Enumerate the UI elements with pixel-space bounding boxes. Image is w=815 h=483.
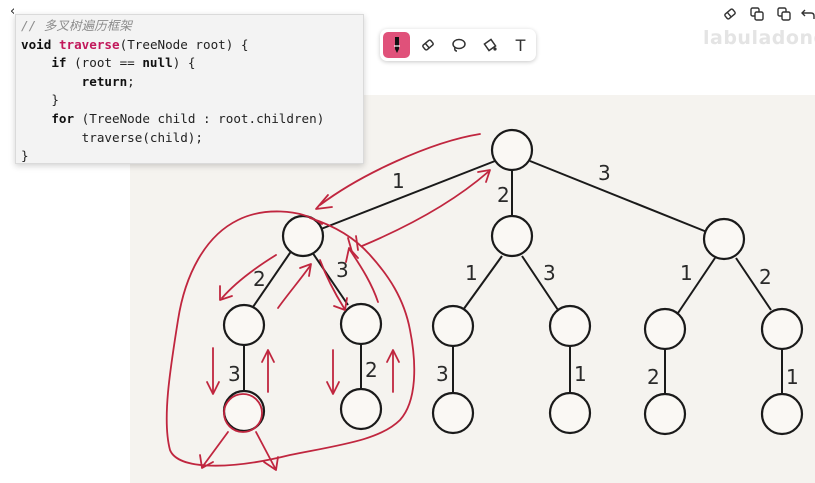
arrow-annotation: [221, 254, 277, 299]
arrow-annotation: [277, 265, 311, 309]
arrow-annotation: [319, 259, 345, 309]
tree-node: [548, 304, 592, 348]
edge-label: 2: [759, 265, 772, 289]
tree-node: [222, 303, 266, 347]
pen-icon: [393, 37, 400, 53]
edge-label: 3: [436, 362, 449, 386]
back-icon[interactable]: [800, 6, 815, 22]
undo-icon[interactable]: [722, 6, 738, 22]
back-chevron-icon[interactable]: ‹: [10, 4, 16, 19]
arrow-annotation: [202, 431, 229, 467]
tree-node: [490, 214, 534, 258]
paint-bucket-icon: [482, 38, 497, 52]
code-function-name: traverse: [58, 36, 120, 52]
arrowhead-annotation: [386, 349, 400, 363]
edge-label: 2: [253, 267, 266, 291]
copy-icon[interactable]: [776, 6, 792, 22]
arrowhead-annotation: [333, 297, 348, 311]
traversal-annotations: [165, 133, 491, 471]
eraser-icon: [421, 39, 434, 51]
arrowhead-annotation: [477, 169, 491, 183]
tick-annotation: [355, 235, 359, 251]
arrowhead-annotation: [199, 454, 214, 469]
code-keyword: void: [21, 36, 52, 52]
edge-label: 3: [598, 161, 611, 185]
code-line-rest: (TreeNode root) {: [119, 36, 249, 52]
code-line: for (TreeNode child : root.children): [51, 110, 325, 126]
edge-label: 2: [497, 183, 510, 207]
lasso-tool-button[interactable]: [445, 32, 472, 58]
tree-node: [643, 307, 687, 351]
drawing-toolbar: T: [380, 29, 536, 61]
tree-node: [702, 217, 746, 261]
tree-edges: [243, 160, 783, 396]
eraser-tool-button[interactable]: [414, 32, 441, 58]
arrowhead-annotation: [261, 349, 275, 363]
edge-label: 1: [392, 169, 405, 193]
arrowhead-annotation: [206, 381, 220, 395]
tree-node: [339, 387, 383, 431]
arrow-annotation: [255, 431, 276, 469]
tree-node: [431, 304, 475, 348]
watermark: labuladong: [703, 27, 815, 49]
tree-node: [431, 391, 475, 435]
pen-tool-button[interactable]: [383, 32, 410, 58]
code-line: return;: [81, 73, 135, 89]
edge-label: 1: [465, 261, 478, 285]
code-line: void traverse(TreeNode root) {: [21, 36, 363, 55]
text-tool-icon: T: [515, 35, 526, 55]
edge-label: 3: [543, 261, 556, 285]
redo-icon[interactable]: [749, 6, 765, 22]
tree-node: [490, 128, 534, 172]
leaf-circle-annotation: [223, 393, 263, 433]
lasso-icon: [451, 38, 466, 52]
arrowhead-annotation: [219, 285, 233, 301]
tree-node: [760, 307, 804, 351]
code-line: }: [21, 92, 59, 108]
text-tool-button[interactable]: T: [507, 32, 534, 58]
code-snippet-card: // 多叉树遍历框架 void traverse(TreeNode root) …: [15, 14, 364, 164]
edge-label: 1: [786, 365, 799, 389]
code-line: // 多叉树遍历框架: [21, 18, 132, 33]
code-line: }: [21, 148, 29, 164]
arrow-annotation: [319, 133, 481, 206]
tree-node: [643, 392, 687, 436]
tree-node: [281, 214, 325, 258]
tree-node: [548, 391, 592, 435]
code-line: if (root == null) {: [51, 55, 196, 71]
edge-label: 2: [365, 358, 378, 382]
edge-label: 3: [228, 362, 241, 386]
arrowhead-annotation: [326, 381, 340, 395]
tree-node: [339, 302, 383, 346]
tree-node: [760, 392, 804, 436]
arrow-annotation: [349, 249, 379, 303]
tree-nodes: [222, 128, 804, 436]
fill-tool-button[interactable]: [476, 32, 503, 58]
arrowhead-annotation: [263, 456, 279, 471]
subtree-circle-annotation: [165, 210, 416, 467]
tick-annotation: [347, 237, 353, 253]
edge-label: 1: [680, 261, 693, 285]
code-line: traverse(child);: [21, 129, 203, 145]
arrowhead-annotation: [345, 247, 359, 263]
arrowhead-annotation: [299, 263, 312, 277]
arrow-annotation: [361, 171, 489, 247]
edge-label: 3: [336, 258, 349, 282]
edge-label: 1: [574, 362, 587, 386]
edge-label: 2: [647, 365, 660, 389]
arrowhead-annotation: [315, 194, 333, 210]
